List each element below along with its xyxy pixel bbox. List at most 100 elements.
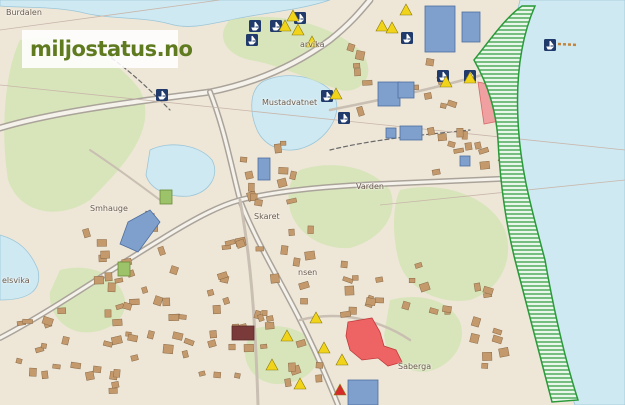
building bbox=[354, 68, 361, 77]
warning-triangle-icon[interactable] bbox=[399, 3, 413, 16]
building bbox=[441, 305, 452, 313]
warning-triangle-icon[interactable] bbox=[265, 358, 279, 371]
building bbox=[206, 288, 215, 297]
building bbox=[104, 309, 112, 318]
warning-triangle-icon[interactable] bbox=[317, 341, 331, 354]
warning-triangle-icon[interactable] bbox=[463, 71, 477, 84]
red-triangle-icon[interactable] bbox=[333, 383, 347, 396]
warning-triangle-icon[interactable] bbox=[385, 21, 399, 34]
building bbox=[265, 315, 274, 323]
label-varvika: arvika bbox=[300, 40, 325, 49]
building bbox=[288, 362, 296, 372]
building bbox=[152, 295, 164, 307]
building bbox=[342, 276, 354, 284]
dark-block bbox=[231, 325, 255, 341]
boat-pin-icon[interactable] bbox=[338, 112, 350, 124]
building bbox=[401, 300, 411, 311]
building bbox=[315, 361, 324, 369]
building bbox=[431, 168, 441, 176]
building bbox=[340, 260, 348, 269]
building bbox=[108, 387, 118, 394]
building bbox=[446, 99, 458, 109]
building bbox=[447, 140, 456, 148]
building bbox=[408, 278, 416, 284]
building bbox=[284, 378, 292, 388]
label-elsvika: elsvika bbox=[2, 276, 30, 285]
building bbox=[276, 177, 288, 189]
building bbox=[352, 275, 359, 281]
building bbox=[112, 318, 123, 327]
boat-pin-icon[interactable] bbox=[246, 34, 258, 46]
building bbox=[104, 272, 113, 282]
building bbox=[257, 313, 265, 323]
boat-pin-icon[interactable] bbox=[270, 20, 282, 32]
sea-left bbox=[0, 234, 40, 301]
building bbox=[352, 62, 361, 69]
green-block bbox=[159, 189, 173, 205]
building bbox=[418, 281, 431, 293]
protected-area bbox=[473, 5, 580, 403]
building bbox=[92, 365, 102, 374]
building bbox=[224, 239, 236, 247]
warning-triangle-icon[interactable] bbox=[291, 23, 305, 36]
boat-pin-icon[interactable] bbox=[156, 89, 168, 101]
pond bbox=[145, 144, 216, 197]
building bbox=[261, 310, 268, 316]
warning-triangle-icon[interactable] bbox=[375, 19, 389, 32]
boat-pin-icon[interactable] bbox=[249, 20, 261, 32]
building bbox=[248, 182, 255, 192]
building bbox=[84, 370, 95, 381]
building bbox=[280, 245, 289, 256]
building bbox=[40, 342, 48, 349]
building bbox=[481, 362, 489, 369]
warning-triangle-icon[interactable] bbox=[305, 35, 319, 48]
building bbox=[478, 146, 490, 155]
building bbox=[183, 337, 195, 347]
warning-triangle-icon[interactable] bbox=[439, 75, 453, 88]
warning-triangle-icon[interactable] bbox=[329, 87, 343, 100]
building bbox=[315, 374, 323, 383]
building bbox=[212, 304, 221, 315]
building bbox=[288, 228, 295, 236]
label-mustadvatnet: Mustadvatnet bbox=[262, 98, 318, 107]
building bbox=[198, 370, 206, 377]
building bbox=[146, 330, 155, 340]
building bbox=[96, 239, 107, 247]
boat-pin-icon[interactable] bbox=[321, 90, 333, 102]
building bbox=[168, 313, 180, 321]
building bbox=[482, 285, 494, 296]
building bbox=[255, 246, 264, 252]
polluted-ground-area bbox=[345, 317, 403, 367]
boat-pin-icon[interactable] bbox=[544, 39, 556, 51]
industrial-buildings bbox=[119, 5, 481, 405]
building bbox=[222, 296, 231, 305]
building bbox=[169, 265, 179, 276]
warning-triangle-icon[interactable] bbox=[286, 9, 300, 22]
building bbox=[289, 170, 297, 181]
label-burdalen: Burdalen bbox=[6, 8, 42, 17]
building bbox=[102, 340, 114, 348]
building bbox=[437, 133, 448, 142]
warning-triangle-icon[interactable] bbox=[309, 311, 323, 324]
warning-triangle-icon[interactable] bbox=[293, 377, 307, 390]
building bbox=[456, 127, 464, 138]
building bbox=[244, 170, 254, 180]
warning-triangle-icon[interactable] bbox=[335, 353, 349, 366]
building bbox=[269, 273, 280, 284]
building bbox=[414, 262, 423, 269]
building bbox=[374, 297, 385, 304]
logo[interactable]: miljostatus.no bbox=[22, 30, 193, 68]
building bbox=[286, 197, 298, 205]
building bbox=[354, 49, 366, 61]
building bbox=[213, 371, 222, 379]
warning-triangle-icon[interactable] bbox=[280, 329, 294, 342]
warning-triangle-icon[interactable] bbox=[278, 19, 292, 32]
label-varden: Varden bbox=[356, 182, 384, 191]
building bbox=[474, 141, 482, 150]
building bbox=[113, 368, 121, 378]
building bbox=[492, 327, 503, 336]
building bbox=[107, 282, 116, 293]
building bbox=[111, 381, 120, 389]
boat-pin-icon[interactable] bbox=[401, 32, 413, 44]
